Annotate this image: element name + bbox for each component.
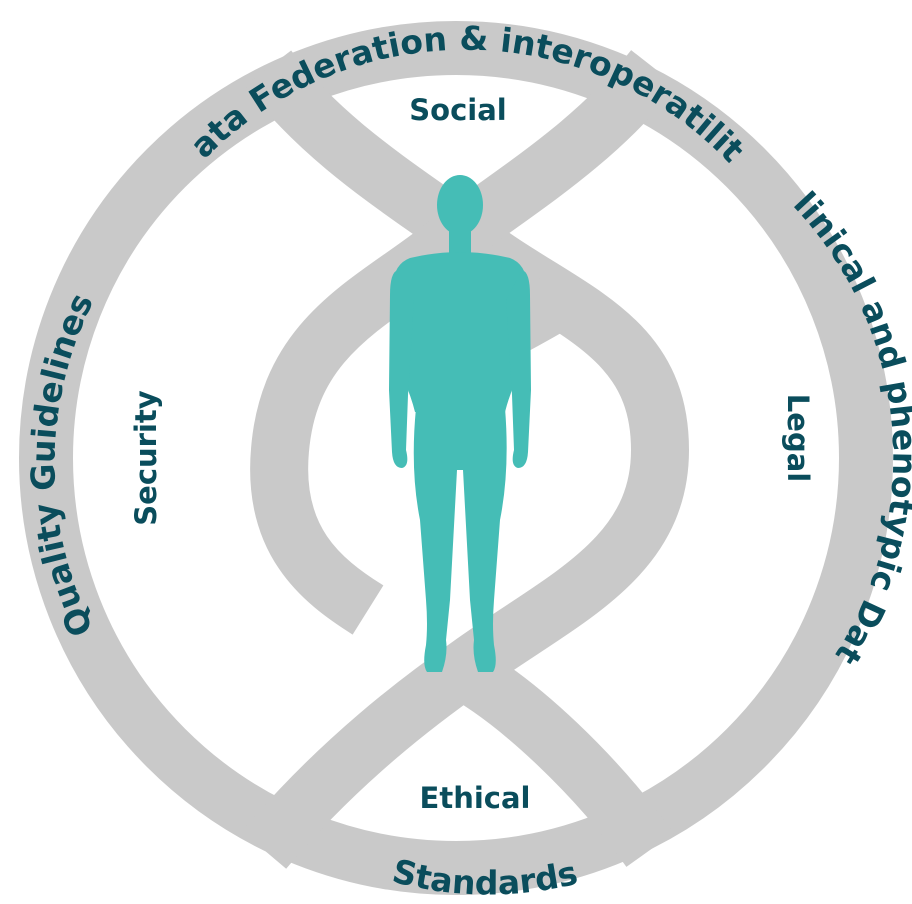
outer-ring xyxy=(19,21,893,895)
inner-label-bottom: Ethical xyxy=(420,781,531,815)
dna-strand-1 xyxy=(241,50,690,869)
human-figure-icon xyxy=(389,175,531,672)
inner-label-left: Security xyxy=(129,390,163,525)
dna-strand-4 xyxy=(438,639,674,867)
inner-label-top: Social xyxy=(409,93,506,127)
dna-strand-2 xyxy=(250,49,677,635)
inner-label-right: Legal xyxy=(781,394,815,482)
